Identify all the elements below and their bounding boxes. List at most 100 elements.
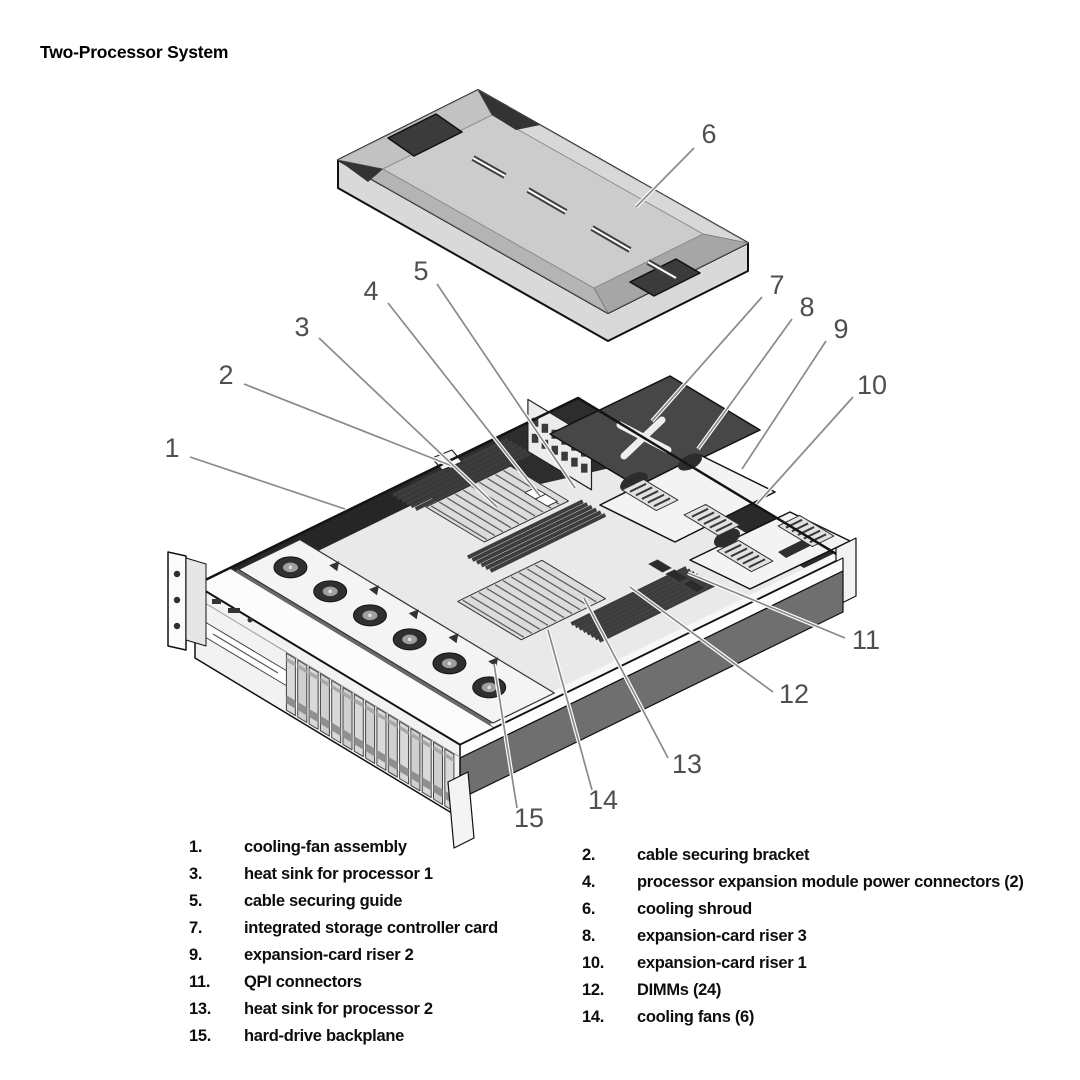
server-chassis bbox=[167, 375, 857, 849]
legend-item-label: cable securing bracket bbox=[637, 846, 810, 864]
riser-card-slot bbox=[778, 538, 814, 558]
shroud-notch-left bbox=[387, 113, 463, 157]
legend-item-number: 1. bbox=[189, 838, 203, 856]
callout-leader-15 bbox=[493, 663, 518, 809]
callout-number-2: 2 bbox=[218, 360, 233, 390]
legend-item-number: 13. bbox=[189, 1000, 212, 1018]
legend-item-number: 5. bbox=[189, 892, 203, 910]
legend-column-left: 1. cooling-fan assembly 3. heat sink for pr… bbox=[189, 838, 498, 1054]
cooling-shroud bbox=[337, 89, 749, 342]
rack-ear-left bbox=[167, 551, 207, 651]
power-button bbox=[247, 617, 253, 623]
legend-item-number: 8. bbox=[582, 927, 596, 945]
control-panel-buttons bbox=[228, 608, 240, 613]
callout-number-1: 1 bbox=[164, 433, 179, 463]
figure-title: Two-Processor System bbox=[40, 42, 229, 62]
legend-item-label: processor expansion module power connect… bbox=[637, 873, 1024, 891]
legend-item: 14. cooling fans (6) bbox=[582, 1008, 1024, 1035]
legend-item-number: 7. bbox=[189, 919, 203, 937]
dimm-slots bbox=[392, 437, 716, 643]
legend-item-label: heat sink for processor 1 bbox=[244, 865, 433, 883]
callout-number-10: 10 bbox=[857, 370, 887, 400]
legend-item: 6. cooling shroud bbox=[582, 900, 1024, 927]
callout-number-11: 11 bbox=[852, 625, 880, 655]
heat-sink-fins bbox=[430, 469, 597, 638]
legend-item: 9. expansion-card riser 2 bbox=[189, 946, 498, 973]
legend-item-label: cooling fans (6) bbox=[637, 1008, 755, 1026]
riser-plate-upper bbox=[599, 454, 776, 543]
front-panel bbox=[194, 584, 461, 819]
legend-item: 7. integrated storage controller card bbox=[189, 919, 498, 946]
callout-leader-4 bbox=[387, 302, 541, 497]
legend-item-label: cooling shroud bbox=[637, 900, 752, 918]
drive-bays bbox=[285, 652, 455, 812]
legend-item: 12. DIMMs (24) bbox=[582, 981, 1024, 1008]
callout-leader-13 bbox=[583, 597, 669, 759]
callout-number-14: 14 bbox=[588, 785, 618, 815]
callout-leader-2 bbox=[243, 383, 453, 467]
legend-item-label: expansion-card riser 2 bbox=[244, 946, 414, 964]
legend-item: 8. expansion-card riser 3 bbox=[582, 927, 1024, 954]
legend-item-label: integrated storage controller card bbox=[244, 919, 498, 937]
legend-item: 5. cable securing guide bbox=[189, 892, 498, 919]
shroud-shadow-w bbox=[338, 160, 383, 182]
legend-item: 10. expansion-card riser 1 bbox=[582, 954, 1024, 981]
qpi-connectors bbox=[648, 559, 706, 593]
legend-item-label: cooling-fan assembly bbox=[244, 838, 407, 856]
legend-item-label: heat sink for processor 2 bbox=[244, 1000, 433, 1018]
legend-item-number: 9. bbox=[189, 946, 203, 964]
legend-item-label: QPI connectors bbox=[244, 973, 362, 991]
callout-number-6: 6 bbox=[701, 119, 716, 149]
legend-item-label: DIMMs (24) bbox=[637, 981, 722, 999]
legend-item-label: hard-drive backplane bbox=[244, 1027, 404, 1045]
callout-number-4: 4 bbox=[363, 276, 378, 306]
legend-item-label: expansion-card riser 3 bbox=[637, 927, 807, 945]
legend-item-label: cable securing guide bbox=[244, 892, 403, 910]
callout-leader-14 bbox=[547, 629, 593, 791]
legend-item-number: 12. bbox=[582, 981, 605, 999]
legend-item: 1. cooling-fan assembly bbox=[189, 838, 498, 865]
callout-number-8: 8 bbox=[799, 292, 814, 322]
callout-leader-8 bbox=[697, 318, 793, 450]
legend-item-number: 11. bbox=[189, 973, 211, 991]
legend-item: 3. heat sink for processor 1 bbox=[189, 865, 498, 892]
legend-item: 13. heat sink for processor 2 bbox=[189, 1000, 498, 1027]
legend-item: 11. QPI connectors bbox=[189, 973, 498, 1000]
legend-item-number: 15. bbox=[189, 1027, 212, 1045]
legend-item-number: 3. bbox=[189, 865, 203, 883]
callout-number-3: 3 bbox=[294, 312, 309, 342]
control-panel-display bbox=[212, 599, 221, 604]
legend-item: 4. processor expansion module power conne… bbox=[582, 873, 1024, 900]
legend-item-number: 2. bbox=[582, 846, 596, 864]
legend-item: 2. cable securing bracket bbox=[582, 846, 1024, 873]
callout-leader-7 bbox=[651, 296, 763, 422]
legend-item: 15. hard-drive backplane bbox=[189, 1027, 498, 1054]
callout-leader-6 bbox=[635, 147, 695, 208]
callout-leader-10 bbox=[756, 396, 854, 505]
callout-leader-3 bbox=[318, 337, 498, 508]
callout-number-5: 5 bbox=[413, 256, 428, 286]
hard-drive-backplane bbox=[235, 569, 492, 726]
callout-leader-11 bbox=[687, 572, 846, 639]
optical-drive-slot bbox=[212, 633, 279, 674]
callout-number-13: 13 bbox=[672, 749, 702, 779]
legend-item-number: 10. bbox=[582, 954, 605, 972]
shroud-shadow-n bbox=[478, 90, 540, 130]
callout-number-9: 9 bbox=[833, 314, 848, 344]
legend-column-right: 2. cable securing bracket 4. processor expa… bbox=[582, 846, 1024, 1035]
callout-leader-12 bbox=[629, 586, 774, 693]
legend-item-label: expansion-card riser 1 bbox=[637, 954, 807, 972]
legend-item-number: 6. bbox=[582, 900, 596, 918]
callout-number-12: 12 bbox=[779, 679, 809, 709]
shroud-ridge-slots bbox=[471, 155, 678, 281]
legend-item-number: 14. bbox=[582, 1008, 605, 1026]
legend-item-number: 4. bbox=[582, 873, 596, 891]
callout-number-7: 7 bbox=[769, 270, 784, 300]
callout-leader-9 bbox=[741, 340, 827, 470]
rack-ear-right bbox=[447, 771, 475, 849]
callout-leader-1 bbox=[189, 456, 346, 510]
callout-number-15: 15 bbox=[514, 803, 544, 833]
